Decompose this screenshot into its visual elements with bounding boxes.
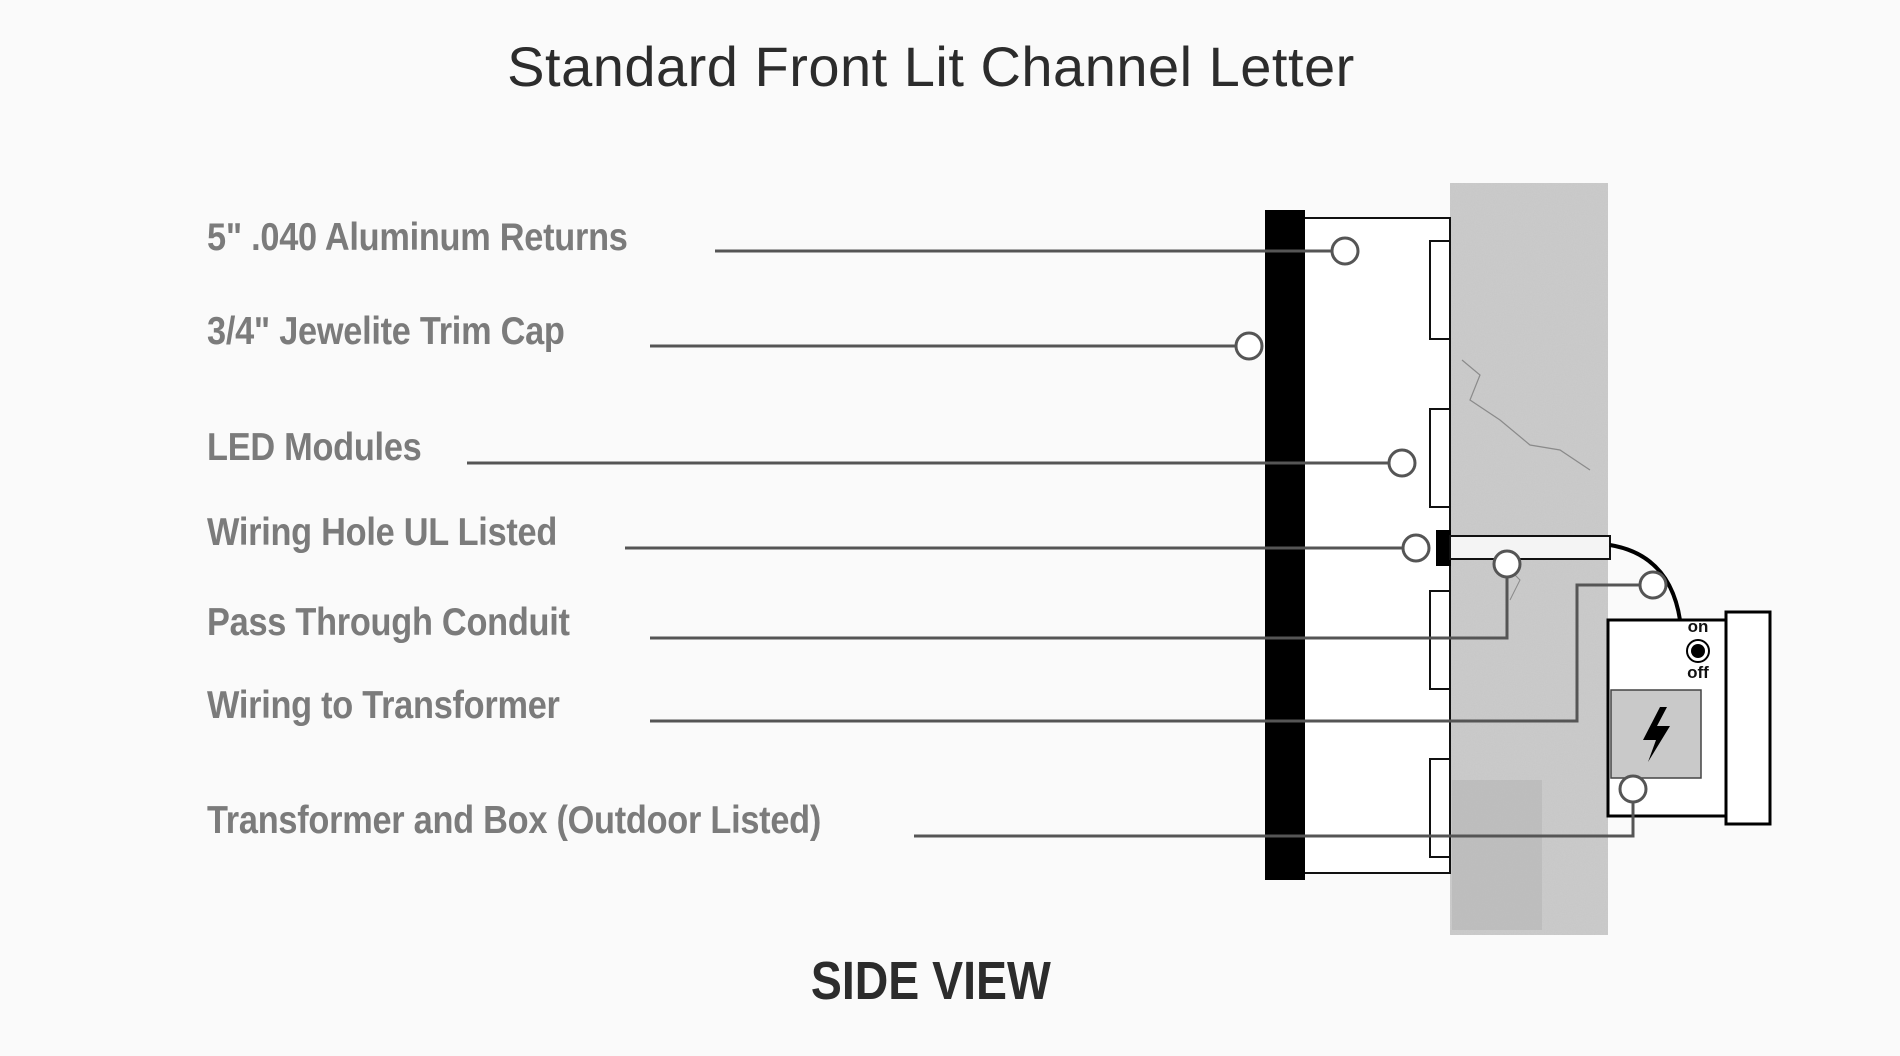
marker-aluminum-returns [1330,236,1360,266]
label-pass-through-conduit: Pass Through Conduit [207,601,570,644]
wiring-hole [1436,530,1451,566]
leader-transformer-box [914,801,1635,838]
label-aluminum-returns: 5" .040 Aluminum Returns [207,216,628,259]
trim-cap [1265,210,1305,880]
marker-transformer-box [1618,774,1648,804]
marker-wiring-hole [1401,533,1431,563]
marker-wiring-to-transformer [1638,570,1668,600]
switch-off-label: off [1687,663,1709,682]
label-trim-cap: 3/4" Jewelite Trim Cap [207,310,565,353]
leader-pass-through-conduit [650,577,1509,640]
switch-on-label: on [1688,617,1709,636]
label-transformer-box: Transformer and Box (Outdoor Listed) [207,799,822,842]
led-module-1 [1429,240,1451,340]
switch-knob [1691,644,1705,658]
marker-trim-cap [1234,331,1264,361]
marker-pass-through-conduit [1492,549,1522,579]
view-caption: SIDE VIEW [810,951,1051,1011]
label-wiring-to-transformer: Wiring to Transformer [207,684,560,727]
label-led-modules: LED Modules [207,426,422,469]
marker-led-modules [1387,448,1417,478]
transformer-wire [1609,543,1682,621]
channel-letter-body [1301,217,1451,874]
led-module-3 [1429,590,1451,690]
led-module-2 [1429,408,1451,508]
leader-lines [467,249,1640,838]
pass-through-conduit [1449,535,1611,560]
led-module-4 [1429,758,1451,858]
diagram-title: Standard Front Lit Channel Letter [507,35,1355,98]
lightning-bolt-icon [1643,707,1670,762]
leader-wiring-to-transformer [650,583,1640,723]
callout-markers [1234,236,1668,804]
label-wiring-hole: Wiring Hole UL Listed [207,511,558,554]
